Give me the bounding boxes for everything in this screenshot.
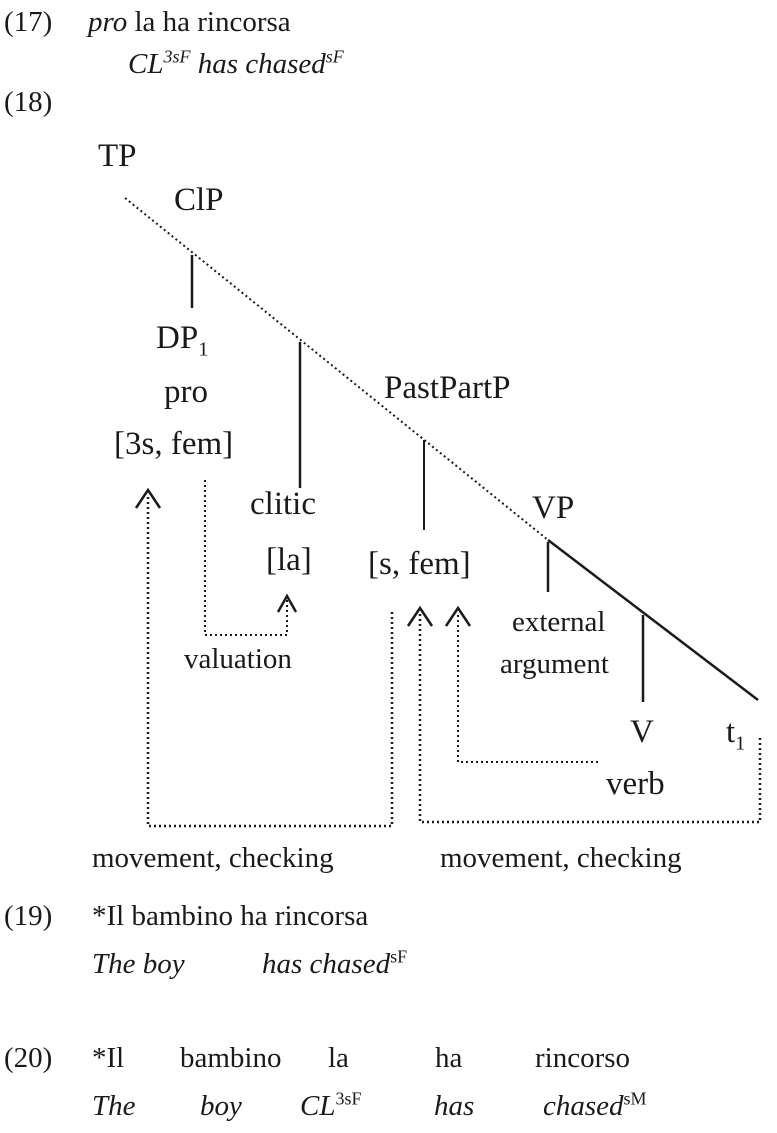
gloss-cl: CL [128, 48, 164, 80]
example-20-gloss-has: has [434, 1090, 475, 1122]
node-pastpartp: PastPartP [384, 370, 511, 406]
external-argument-line1: external [512, 606, 606, 638]
example-20-word-4: ha [435, 1042, 463, 1074]
spine-solid [547, 539, 759, 701]
example-20-word-2: bambino [180, 1042, 282, 1074]
node-v: V [630, 714, 654, 750]
gloss-verb-features: sF [325, 46, 344, 67]
example-19-gloss-verb: has chasedsF [262, 947, 407, 980]
node-trace-label: t [726, 714, 736, 750]
example-20-gloss-the: The [92, 1090, 136, 1122]
example-18-number: (18) [4, 86, 53, 118]
example-20-gloss-cl: CL3sF [300, 1089, 361, 1122]
gloss-cl-features: 3sF [163, 46, 191, 67]
example-20-word-3: la [328, 1042, 349, 1074]
features-pro: [3s, fem] [114, 426, 234, 462]
node-dp-index: 1 [198, 338, 209, 361]
example-20-word-5: rincorso [535, 1042, 631, 1074]
node-dp-label: DP [156, 320, 199, 356]
node-clitic: clitic [250, 486, 316, 522]
movement-left-arrow [146, 494, 394, 828]
external-argument-line2: argument [500, 648, 609, 680]
node-tp: TP [98, 138, 137, 174]
valuation-label: valuation [184, 643, 292, 675]
gloss-chased-features: sM [623, 1088, 647, 1109]
node-vp: VP [532, 490, 575, 526]
example-17-gloss: CL3sF has chasedsF [128, 47, 344, 80]
pro-word: pro [88, 6, 128, 38]
node-dp: DP1 [156, 320, 208, 360]
gloss-cl-features: 3sF [335, 1088, 362, 1109]
gloss-verb: has chased [190, 48, 326, 80]
node-verb: verb [606, 766, 665, 802]
verb-arrow [457, 612, 598, 763]
sentence-rest: la ha rincorsa [127, 6, 291, 38]
features-pastpart: [s, fem] [368, 546, 471, 582]
valuation-arrowhead [276, 593, 298, 613]
valuation-arrow [204, 480, 288, 636]
example-17-sentence: pro la ha rincorsa [88, 8, 291, 37]
example-20-gloss-chased: chasedsM [543, 1089, 647, 1122]
example-20-gloss-boy: boy [200, 1090, 242, 1122]
example-19-sentence: *Il bambino ha rincorsa [92, 900, 369, 932]
gloss-chased: chased [543, 1090, 624, 1122]
example-19-gloss-subject: The boy [92, 948, 185, 980]
example-20-word-1: *Il [92, 1042, 125, 1074]
node-pro: pro [164, 374, 208, 410]
movement-right-arrowhead [406, 605, 434, 627]
example-20-number: (20) [4, 1042, 53, 1074]
node-clp: ClP [174, 182, 224, 218]
node-trace-index: 1 [735, 732, 746, 755]
example-19-number: (19) [4, 900, 53, 932]
movement-right-arrow [418, 612, 762, 824]
node-trace: t1 [726, 714, 745, 754]
spine-dotted [124, 197, 549, 541]
example-17-number: (17) [4, 6, 53, 38]
movement-right-label: movement, checking [440, 842, 682, 874]
gloss-verb: has chased [262, 948, 391, 980]
clitic-la: [la] [266, 542, 312, 578]
verb-arrowhead [444, 605, 472, 627]
movement-left-label: movement, checking [92, 842, 334, 874]
gloss-verb-features: sF [390, 946, 408, 967]
movement-left-arrowhead [134, 487, 162, 509]
gloss-cl: CL [300, 1090, 336, 1122]
